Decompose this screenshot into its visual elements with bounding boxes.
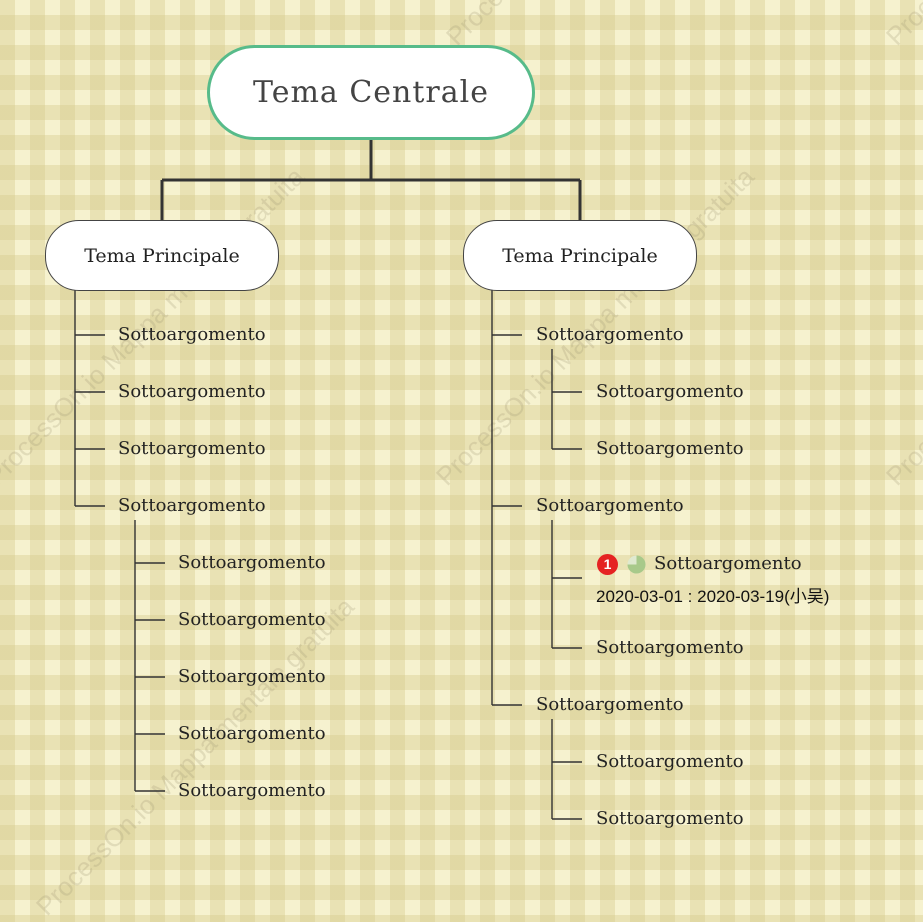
subtopic[interactable]: Sottoargomento <box>118 495 266 516</box>
subtopic[interactable]: Sottoargomento <box>536 694 684 715</box>
sub-subtopic[interactable]: Sottoargomento <box>178 666 326 687</box>
main-topic-left[interactable]: Tema Principale <box>45 220 279 291</box>
main-topic-label: Tema Principale <box>502 244 658 267</box>
progress-quarter-icon <box>627 554 646 574</box>
sub-subtopic[interactable]: Sottoargomento <box>178 609 326 630</box>
subtopic[interactable]: Sottoargomento <box>118 438 266 459</box>
subtopic[interactable]: Sottoargomento <box>536 324 684 345</box>
main-topic-label: Tema Principale <box>84 244 240 267</box>
sub-subtopic[interactable]: Sottoargomento <box>596 438 744 459</box>
sub-subtopic[interactable]: Sottoargomento <box>596 751 744 772</box>
central-topic-label: Tema Centrale <box>253 75 489 110</box>
central-topic[interactable]: Tema Centrale <box>207 45 535 140</box>
connector-lines <box>74 140 582 820</box>
sub-subtopic[interactable]: Sottoargomento <box>596 808 744 829</box>
sub-subtopic[interactable]: Sottoargomento <box>596 381 744 402</box>
sub-subtopic[interactable]: Sottoargomento <box>178 723 326 744</box>
main-topic-right[interactable]: Tema Principale <box>463 220 697 291</box>
subtopic[interactable]: Sottoargomento <box>118 324 266 345</box>
priority-1-icon: 1 <box>597 553 618 575</box>
sub-subtopic[interactable]: Sottoargomento <box>178 552 326 573</box>
sub-subtopic[interactable]: Sottoargomento <box>178 780 326 801</box>
subtopic[interactable]: Sottoargomento <box>536 495 684 516</box>
task-date-range: 2020-03-01 : 2020-03-19(小吴) <box>596 587 830 606</box>
sub-subtopic-label: Sottoargomento <box>654 553 802 574</box>
sub-subtopic[interactable]: Sottoargomento <box>596 637 744 658</box>
sub-subtopic-with-markers[interactable]: 1 Sottoargomento <box>597 553 802 575</box>
subtopic[interactable]: Sottoargomento <box>118 381 266 402</box>
